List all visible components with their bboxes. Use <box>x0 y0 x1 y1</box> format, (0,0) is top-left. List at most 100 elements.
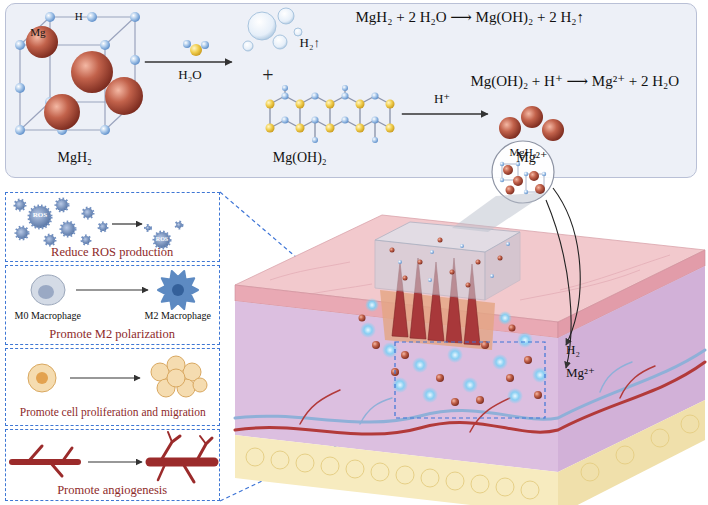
crystal-lattice <box>130 12 140 22</box>
hydroxide-chain <box>386 100 395 109</box>
skin-vessels <box>600 362 632 392</box>
skin-vessels <box>235 350 705 434</box>
mini-crystal <box>513 176 523 186</box>
skin-vessels <box>300 390 340 424</box>
hydrogel-patch <box>428 278 432 282</box>
release-label: H₂ <box>566 343 606 358</box>
wound-site <box>380 290 495 350</box>
blood-vessel <box>12 446 78 476</box>
reaction-arrow <box>145 61 232 63</box>
skin-block <box>558 266 705 472</box>
skin-block <box>471 475 489 493</box>
crystal-lattice <box>15 40 25 50</box>
released-magnesium <box>524 356 532 364</box>
skin-block <box>246 415 699 499</box>
hydroxide-chain <box>342 117 349 124</box>
skin-block <box>235 285 558 338</box>
branched-vessel <box>200 436 206 444</box>
hydroxide-chain <box>312 137 318 143</box>
hydroxide-chain <box>266 100 395 133</box>
crystal-lattice <box>87 12 97 22</box>
skin-block <box>246 448 264 466</box>
released-hydrogen <box>365 298 379 312</box>
reaction-panel: MgH₂ + 2 H₂O ⟶ Mg(OH)₂ + 2 H₂↑Mg(OH)₂ + … <box>5 3 697 178</box>
released-magnesium <box>534 391 542 399</box>
hydrogel-patch <box>466 283 471 288</box>
water-molecule <box>183 40 209 56</box>
crystal-lattice <box>71 51 113 93</box>
mini-crystal <box>502 164 518 180</box>
skin-block <box>681 415 699 433</box>
crystal-lattice <box>50 17 135 102</box>
crystal-lattice <box>45 12 55 22</box>
released-hydrogen <box>422 387 438 403</box>
hydroxide-chain <box>270 88 390 140</box>
crystal-lattice <box>130 97 140 107</box>
leader-line <box>220 192 395 342</box>
crystal-lattice <box>57 125 67 135</box>
atom-label: Mg <box>24 26 52 39</box>
crystal-lattice <box>105 77 143 115</box>
hydroxide-chain <box>372 137 378 143</box>
ros-icons <box>99 223 107 231</box>
crystal-lattice <box>20 102 50 130</box>
hydroxide-chain <box>326 124 335 133</box>
release-arrow <box>546 200 571 368</box>
zoom-frame <box>395 342 545 418</box>
hydroxide-chain <box>266 85 395 143</box>
ros-icons <box>61 222 75 236</box>
m0-macrophage <box>31 275 65 305</box>
ros-icons <box>176 222 182 228</box>
hydroxide-chain <box>269 104 270 128</box>
mini-crystal <box>503 165 545 195</box>
skin-vessels <box>620 366 655 398</box>
hydroxide-chain <box>296 124 305 133</box>
hydroxide-chain <box>312 93 319 100</box>
magnesium-ions <box>521 106 543 128</box>
skin-block <box>235 215 705 505</box>
release-arrow <box>546 188 580 368</box>
crystal-lattice <box>130 55 140 65</box>
hydrogel-patch <box>476 260 481 265</box>
callout-funnel <box>452 192 548 232</box>
cell-cluster <box>167 369 185 387</box>
hydroxide-chain <box>342 85 348 91</box>
hydroxide-chain <box>372 93 379 100</box>
hydroxide-chain <box>266 100 275 109</box>
released-hydrogen <box>462 377 478 393</box>
hydroxide-chain <box>282 117 289 124</box>
crystal-lattice <box>45 97 55 107</box>
skin-vessels <box>470 398 510 432</box>
released-magnesium <box>476 396 484 404</box>
skin-block <box>651 429 669 447</box>
mini-crystal <box>500 162 546 194</box>
hydroxide-chain <box>312 117 319 124</box>
hydroxide-chain <box>356 124 365 133</box>
effect-panel: Promote angiogenesis <box>5 429 220 501</box>
effect-arrow <box>76 289 148 290</box>
hydrogel-patch <box>403 276 408 281</box>
hydroxide-chain <box>329 104 330 128</box>
effect-title: Promote angiogenesis <box>10 483 215 497</box>
hydrogel-patch <box>418 260 423 265</box>
cell-cluster <box>183 363 201 381</box>
released-magnesium <box>359 315 543 407</box>
released-magnesium <box>481 341 489 349</box>
leader-line <box>220 418 395 501</box>
crystal-lattice <box>105 17 135 45</box>
mini-crystal <box>529 171 539 181</box>
crystal-lattice <box>100 125 110 135</box>
crystal-lattice <box>15 125 25 135</box>
cell-cluster <box>177 379 195 397</box>
crystal-lattice <box>15 12 143 135</box>
mini-crystal <box>542 172 546 176</box>
released-hydrogen <box>517 332 533 348</box>
hydrogel-patch <box>375 222 520 300</box>
skin-block <box>270 262 350 280</box>
hydroxide-chain <box>326 100 335 109</box>
released-magnesium <box>391 368 399 376</box>
hydroxide-chain <box>282 93 289 100</box>
cell-label: M2 Macrophage <box>138 310 218 322</box>
wound-site <box>392 258 480 345</box>
callout-label: MgH₂ <box>493 146 553 159</box>
